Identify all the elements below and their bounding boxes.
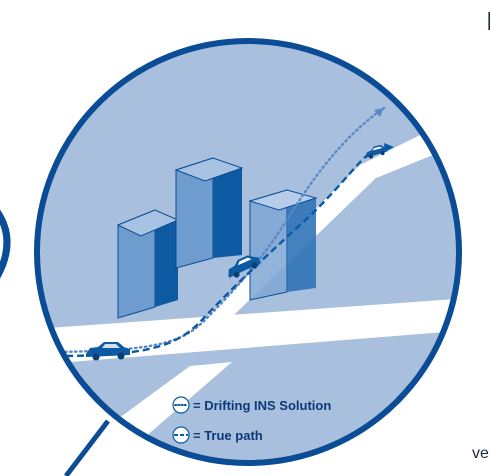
cropped-edge-word: ve: [472, 445, 489, 462]
magnified-scene: [37, 106, 459, 463]
cropped-edge-letter: I: [486, 6, 490, 36]
car-icon: [228, 255, 261, 278]
magnifier-handle: [64, 419, 110, 476]
dotted-circle-icon: [172, 396, 190, 414]
legend-drifting-label: = Drifting INS Solution: [193, 398, 331, 413]
car-icon: [365, 144, 388, 159]
legend-true-path-label: = True path: [193, 428, 263, 443]
left-edge-shape: [0, 209, 11, 279]
car-icon: [86, 342, 130, 361]
magnifier-rim: [34, 38, 462, 466]
dashed-circle-icon: [172, 426, 190, 444]
building-1-side: [155, 210, 178, 307]
building-2-side: [213, 158, 242, 258]
building-2-top: [174, 157, 244, 182]
drifting-path-arrowhead: [374, 108, 384, 117]
magnified-circle: [37, 41, 459, 463]
building-3-top: [248, 189, 318, 211]
legend: = Drifting INS Solution = True path: [172, 396, 331, 444]
true-path: [54, 145, 393, 358]
building-3-side: [287, 190, 316, 292]
